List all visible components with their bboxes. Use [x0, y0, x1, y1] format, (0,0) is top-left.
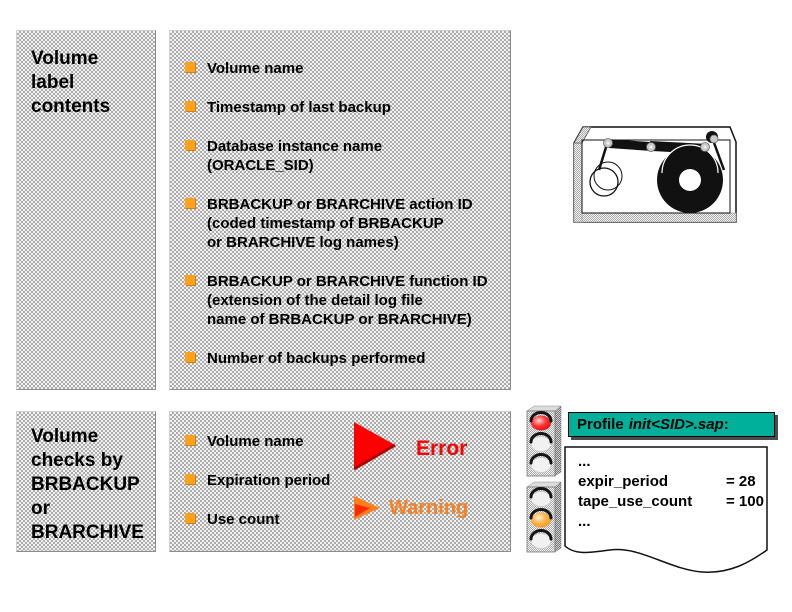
traffic-light-amber-icon [526, 481, 562, 553]
list-item: Volume name [185, 59, 504, 78]
list-item: Volume name [185, 432, 504, 451]
volume-checks-box: Volume checks by BRBACKUP or BRARCHIVE [16, 411, 156, 552]
list-item-text: Volume name [207, 60, 304, 77]
profile-label: Profile [577, 416, 624, 433]
error-label: Error [416, 437, 468, 460]
profile-line: ... [578, 453, 591, 470]
volume-check-list: Volume name Expiration period Use count [170, 412, 510, 529]
tape-rollers [603, 134, 719, 152]
profile-line: tape_use_count = 100 [578, 493, 764, 510]
list-item: Database instance name (ORACLE_SID) [185, 137, 504, 175]
tape-drive-illustration [573, 126, 737, 223]
volume-label-list: Volume name Timestamp of last backup Dat… [170, 31, 510, 368]
bullet-square-icon [185, 62, 195, 72]
list-item: Expiration period [185, 471, 504, 490]
list-item-text: Volume name [207, 433, 304, 450]
volume-label-items-box: Volume name Timestamp of last backup Dat… [169, 30, 511, 390]
warning-triangle-icon [354, 496, 380, 520]
list-item: Timestamp of last backup [185, 98, 504, 117]
list-item: BRBACKUP or BRARCHIVE function ID (exten… [185, 272, 504, 329]
profile-filename: init<SID>.sap [628, 416, 724, 433]
list-item-text: Database instance name (ORACLE_SID) [207, 138, 383, 174]
bullet-square-icon [185, 101, 195, 111]
list-item-text: Expiration period [207, 472, 331, 489]
list-item-text: BRBACKUP or BRARCHIVE function ID (exten… [207, 273, 488, 328]
list-item: Number of backups performed [185, 349, 504, 368]
error-triangle-icon [354, 422, 396, 471]
profile-parameters: ... expir_period = 28 tape_use_count = 1… [578, 452, 764, 532]
profile-header: Profile init<SID>.sap : [568, 412, 775, 437]
bullet-square-icon [185, 352, 195, 362]
list-item-text: BRBACKUP or BRARCHIVE action ID (coded t… [207, 196, 473, 251]
warning-label: Warning [389, 497, 469, 519]
traffic-light-red-icon [526, 405, 562, 477]
bullet-square-icon [185, 474, 195, 484]
bullet-square-icon [185, 198, 195, 208]
list-item-text: Timestamp of last backup [207, 99, 391, 116]
volume-checks-title: Volume checks by BRBACKUP or BRARCHIVE [31, 426, 144, 543]
volume-check-items-box: Volume name Expiration period Use count [169, 411, 511, 552]
volume-label-contents-box: Volume label contents [16, 30, 156, 390]
volume-label-contents-title: Volume label contents [31, 48, 111, 117]
list-item-text: Use count [207, 511, 280, 528]
document-shape [564, 446, 768, 573]
profile-line: ... [578, 513, 591, 530]
empty-reel-icon [589, 167, 619, 197]
profile-document: ... expir_period = 28 tape_use_count = 1… [564, 446, 770, 580]
list-item: Use count [185, 510, 504, 529]
profile-line: expir_period = 28 [578, 473, 756, 490]
bullet-square-icon [185, 435, 195, 445]
profile-colon: : [723, 416, 729, 433]
bullet-square-icon [185, 513, 195, 523]
bullet-square-icon [185, 275, 195, 285]
list-item: BRBACKUP or BRARCHIVE action ID (coded t… [185, 195, 504, 252]
list-item-text: Number of backups performed [207, 350, 426, 367]
bullet-square-icon [185, 140, 195, 150]
